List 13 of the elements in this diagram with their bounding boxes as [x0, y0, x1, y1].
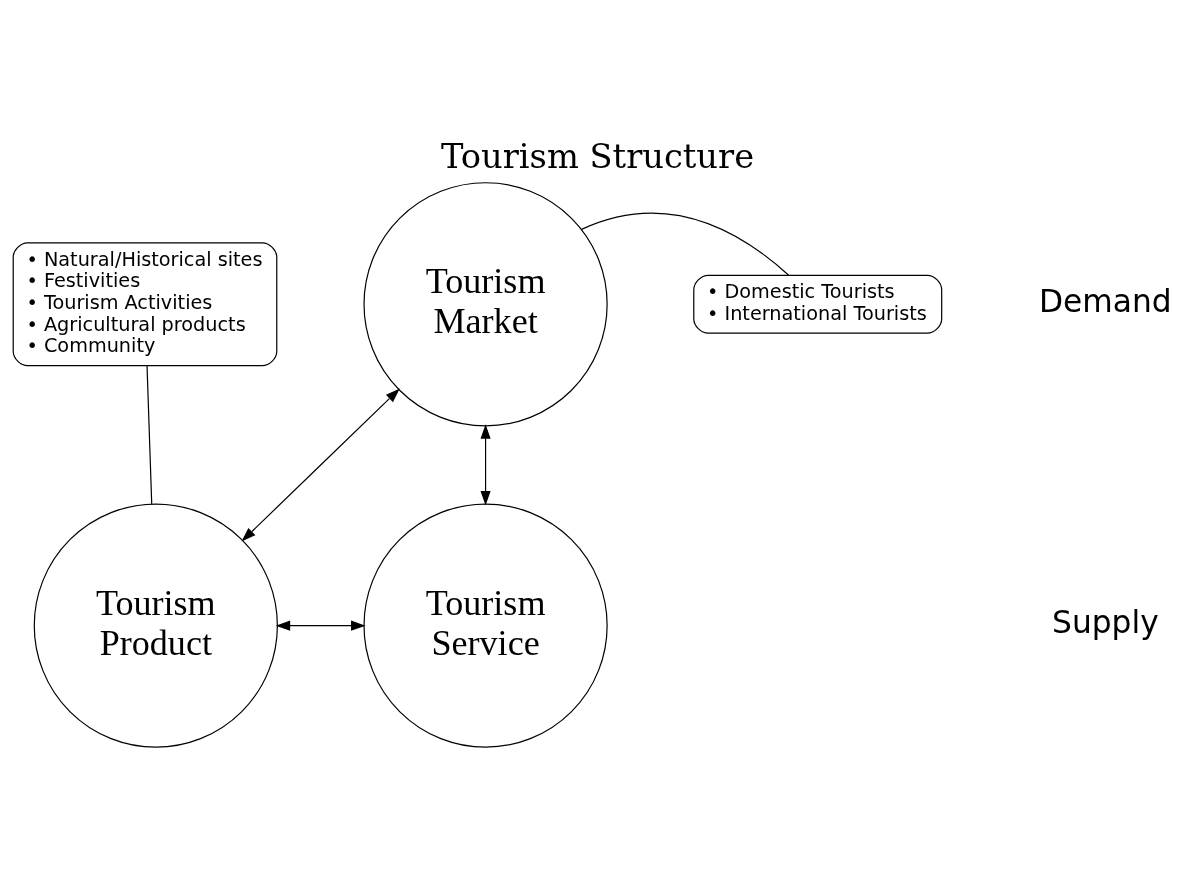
node-circle: Tourism Market — [363, 182, 608, 427]
node-box: • Natural/Historical sites • Festivities • Tourism Activities • Agricultural products • Community — [12, 242, 278, 367]
arrow — [480, 424, 491, 506]
connector — [146, 365, 153, 505]
connector — [581, 212, 790, 276]
node-box: • Domestic Tourists • International Tourists — [693, 274, 943, 334]
label: Demand — [1039, 282, 1172, 319]
diagram-title: Tourism Structure — [440, 136, 755, 176]
node-circle: Tourism Service — [363, 503, 608, 748]
arrow — [275, 620, 366, 631]
label: Supply — [1052, 604, 1159, 641]
node-circle: Tourism Product — [33, 503, 278, 748]
arrow — [241, 388, 400, 542]
